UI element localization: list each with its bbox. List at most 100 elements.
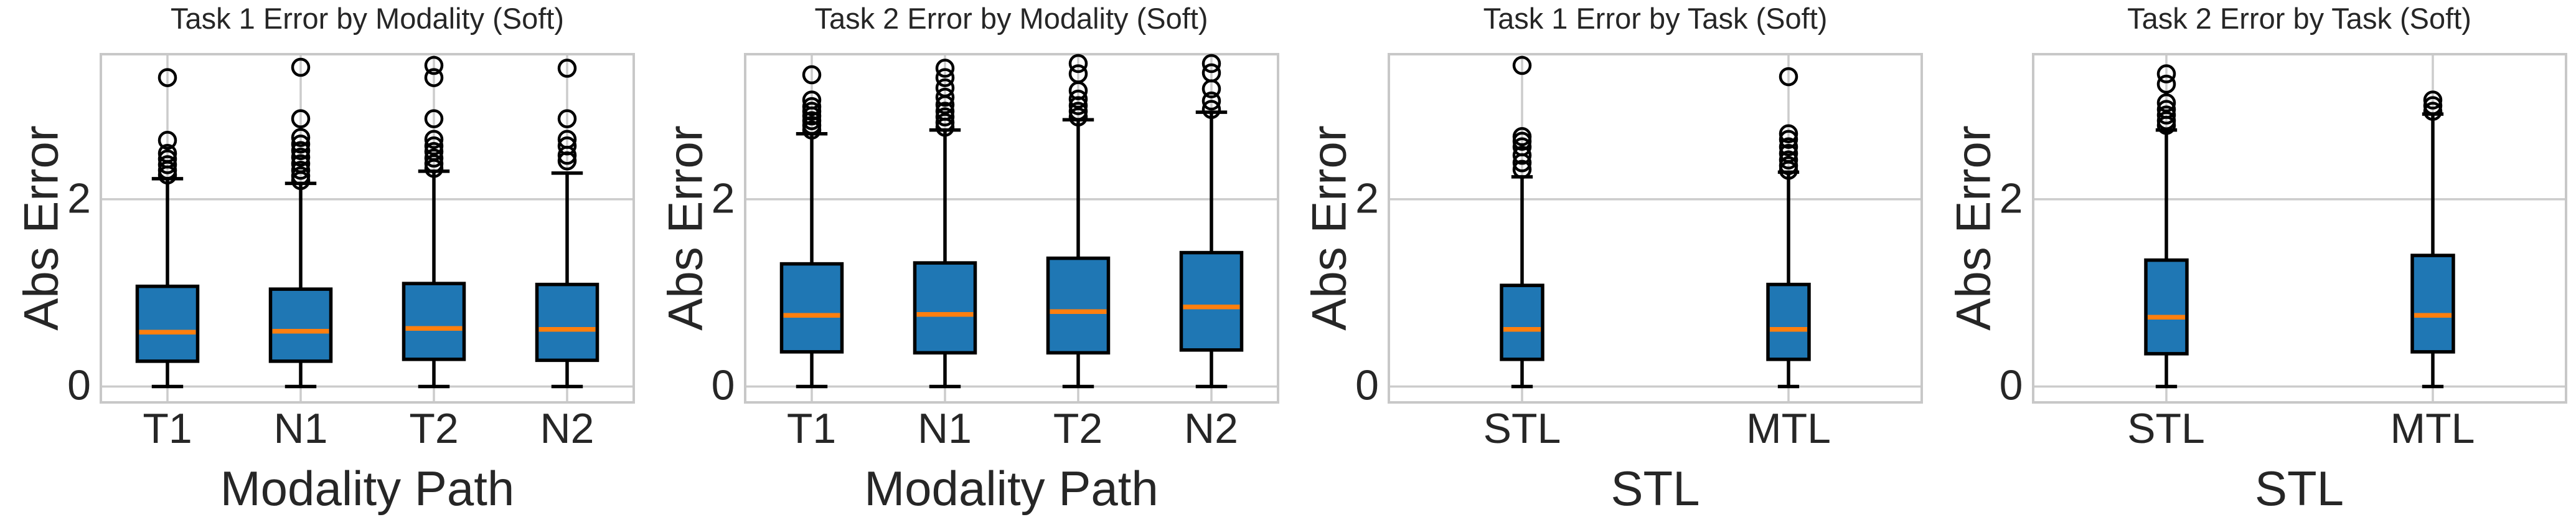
boxplot-canvas bbox=[100, 53, 635, 404]
axes-spines bbox=[743, 53, 1279, 404]
x-axis-label: STL bbox=[2254, 461, 2344, 516]
outlier-point bbox=[1512, 159, 1532, 179]
chart-title: Task 1 Error by Task (Soft) bbox=[1483, 2, 1828, 35]
y-axis-label: Abs Error bbox=[1301, 125, 1356, 331]
outlier-point bbox=[935, 59, 954, 78]
outlier-point bbox=[1779, 124, 1798, 143]
outlier-point bbox=[802, 65, 821, 85]
y-axis-label: Abs Error bbox=[1945, 125, 2000, 331]
y-axis-label: Abs Error bbox=[657, 125, 712, 331]
outlier-point bbox=[1779, 144, 1798, 163]
chart-title: Task 2 Error by Modality (Soft) bbox=[814, 2, 1208, 35]
y-tick-label: 2 bbox=[1999, 174, 2023, 222]
axes-spines bbox=[2031, 53, 2567, 404]
axes-spines bbox=[100, 53, 635, 404]
outlier-point bbox=[1201, 54, 1221, 74]
outlier-point bbox=[424, 55, 444, 75]
boxplot-canvas bbox=[743, 53, 1279, 404]
x-axis-label: STL bbox=[1610, 461, 1700, 516]
x-axis-label: Modality Path bbox=[864, 461, 1159, 516]
outlier-point bbox=[291, 109, 311, 128]
outlier-point bbox=[1068, 107, 1088, 126]
box bbox=[535, 282, 599, 363]
outlier-point bbox=[557, 59, 577, 78]
box bbox=[402, 282, 466, 361]
outlier-point bbox=[557, 136, 577, 156]
outlier-point bbox=[935, 68, 954, 87]
outlier-point bbox=[2156, 105, 2176, 125]
outlier-point bbox=[291, 128, 311, 147]
outlier-point bbox=[1068, 89, 1088, 109]
x-tick-label: N1 bbox=[918, 405, 972, 452]
outlier-point bbox=[157, 155, 177, 174]
outlier-point bbox=[291, 161, 311, 180]
outlier-point bbox=[1068, 64, 1088, 83]
box bbox=[2410, 254, 2455, 354]
box bbox=[1179, 250, 1243, 352]
outlier-point bbox=[935, 78, 954, 98]
outlier-point bbox=[1201, 91, 1221, 111]
outlier-point bbox=[157, 149, 177, 169]
outlier-point bbox=[291, 135, 311, 154]
outlier-point bbox=[424, 130, 444, 149]
x-tick-label: N2 bbox=[540, 405, 595, 452]
outlier-point bbox=[1779, 130, 1798, 149]
x-tick-label: T2 bbox=[409, 405, 459, 452]
outlier-point bbox=[2156, 111, 2176, 130]
box bbox=[268, 287, 333, 363]
outlier-point bbox=[291, 148, 311, 167]
outlier-point bbox=[291, 154, 311, 174]
outlier-point bbox=[935, 102, 954, 121]
box bbox=[779, 262, 844, 354]
x-axis-label: Modality Path bbox=[220, 461, 515, 516]
outlier-point bbox=[157, 68, 177, 87]
x-tick-label: T1 bbox=[786, 405, 837, 452]
outlier-point bbox=[2156, 100, 2176, 119]
subplot-task2-by-modality: Task 2 Error by Modality (Soft) Abs Erro… bbox=[644, 0, 1289, 522]
outlier-point bbox=[2423, 96, 2442, 115]
outlier-point bbox=[1512, 146, 1532, 165]
outlier-point bbox=[2423, 102, 2442, 121]
outlier-point bbox=[424, 136, 444, 156]
y-axis-label: Abs Error bbox=[13, 125, 68, 331]
box bbox=[135, 284, 200, 363]
y-tick-label: 0 bbox=[1355, 361, 1379, 409]
outlier-point bbox=[424, 142, 444, 161]
outlier-point bbox=[2156, 64, 2176, 83]
outlier-point bbox=[1068, 102, 1088, 121]
subplot-task2-by-task: Task 2 Error by Task (Soft) Abs Error ST… bbox=[1932, 0, 2576, 522]
outlier-point bbox=[291, 141, 311, 161]
outlier-point bbox=[2156, 74, 2176, 94]
outlier-point bbox=[557, 130, 577, 149]
outlier-point bbox=[1201, 100, 1221, 119]
y-tick-label: 2 bbox=[1355, 174, 1379, 222]
outlier-point bbox=[1779, 156, 1798, 176]
x-tick-label: STL bbox=[1483, 405, 1561, 452]
outlier-point bbox=[1201, 63, 1221, 83]
boxplot-canvas bbox=[1388, 53, 1923, 404]
y-tick-label: 0 bbox=[711, 361, 735, 409]
outlier-point bbox=[935, 107, 954, 126]
outlier-point bbox=[935, 113, 954, 132]
x-tick-label: T1 bbox=[143, 405, 192, 452]
plot-area bbox=[2033, 54, 2566, 402]
box bbox=[1766, 282, 1811, 361]
plot-area bbox=[1389, 54, 1922, 402]
outlier-point bbox=[424, 68, 444, 87]
y-tick-label: 2 bbox=[711, 174, 735, 222]
box bbox=[1500, 283, 1544, 361]
outlier-point bbox=[935, 87, 954, 107]
y-tick-label: 0 bbox=[67, 361, 91, 409]
box bbox=[2143, 258, 2189, 356]
x-tick-label: MTL bbox=[1746, 405, 1831, 452]
outlier-point bbox=[424, 148, 444, 168]
y-tick-label: 0 bbox=[1999, 361, 2023, 409]
boxplot-canvas bbox=[2031, 53, 2567, 404]
x-tick-label: N1 bbox=[273, 405, 328, 452]
outlier-point bbox=[424, 109, 444, 128]
outlier-point bbox=[1068, 54, 1088, 74]
outlier-point bbox=[157, 144, 177, 163]
box bbox=[913, 261, 977, 355]
x-tick-label: MTL bbox=[2390, 405, 2475, 452]
